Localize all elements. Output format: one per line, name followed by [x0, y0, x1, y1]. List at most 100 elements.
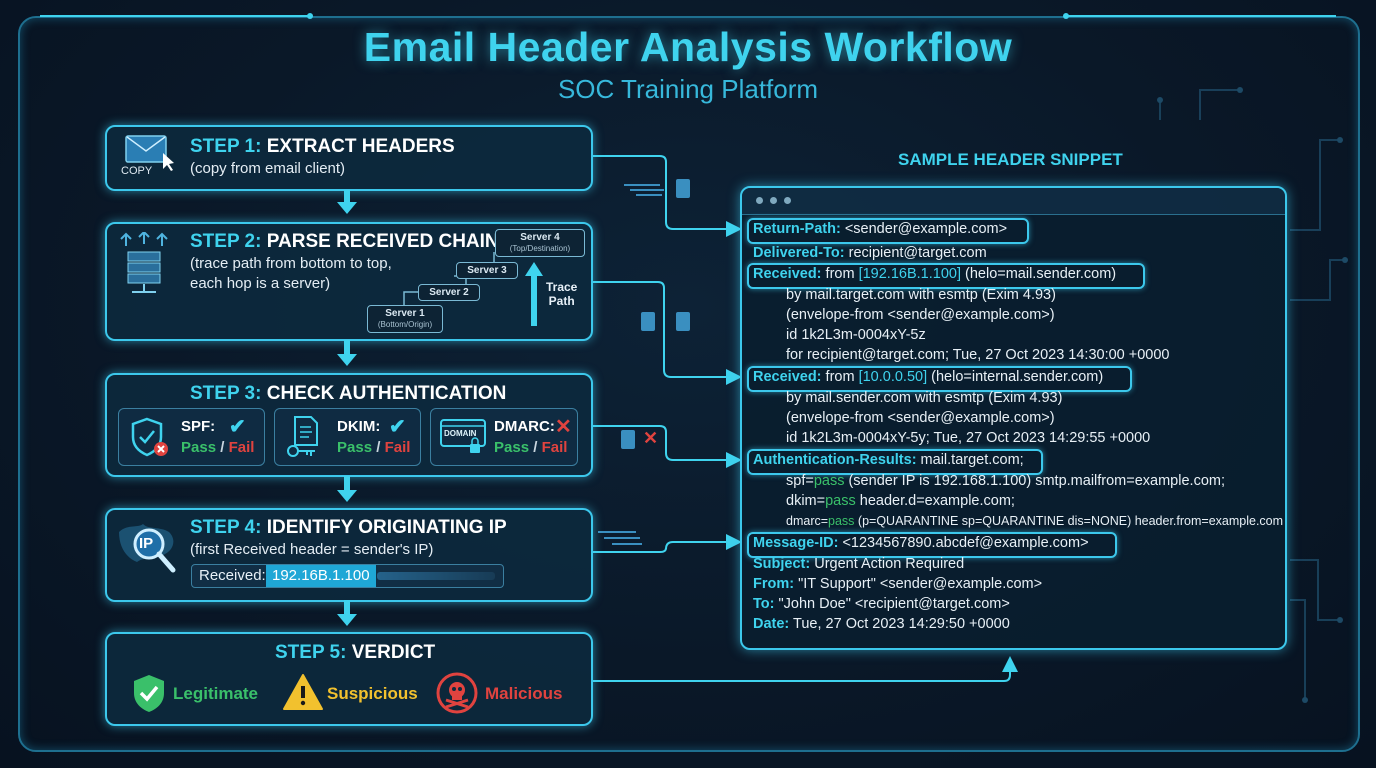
server-1-node: Server 1 (Bottom/Origin): [367, 305, 443, 333]
header-line-to: To: "John Doe" <recipient@target.com>: [753, 595, 1010, 613]
highlight-auth-results: [747, 449, 1043, 475]
dmarc-result: Pass / Fail: [494, 439, 568, 456]
flow-arrowhead-3: [337, 490, 357, 502]
step-1-title-text: EXTRACT HEADERS: [266, 136, 455, 157]
return-path-value: <sender@example.com>: [840, 221, 1008, 237]
from-value: "IT Support" <sender@example.com>: [794, 576, 1043, 592]
step-2-title-text: PARSE RECEIVED CHAIN: [266, 231, 499, 252]
received-field-label: Received:: [199, 567, 266, 584]
trace-path-label: Trace Path: [546, 280, 577, 308]
redacted-bar: [377, 572, 495, 580]
received-1-key: Received:: [753, 266, 822, 282]
ip-magnifier-icon: IP: [115, 518, 185, 585]
step-4-title-text: IDENTIFY ORIGINATING IP: [266, 517, 507, 538]
dkim-check[interactable]: DKIM: ✔ Pass / Fail: [274, 408, 421, 466]
envelope-icon: [125, 135, 174, 171]
panel-titlebar: [742, 188, 1285, 215]
step-2-subtitle-line2: each hop is a server): [190, 275, 331, 292]
dmarc-label: DMARC:: [494, 418, 555, 435]
dmarc-fail-icon: ✕: [555, 416, 572, 438]
step-3-title: STEP 3: CHECK AUTHENTICATION: [190, 383, 506, 405]
dkim-label: DKIM:: [337, 418, 381, 435]
server-rack-icon: [118, 230, 170, 303]
warning-icon: [282, 673, 324, 716]
flow-arrowhead-1: [337, 202, 357, 214]
header-line-return-path: Return-Path: <sender@example.com>: [753, 220, 1007, 238]
verdict-legitimate[interactable]: Legitimate: [173, 684, 259, 703]
outer-frame: [18, 16, 1360, 752]
server-3-node: Server 3: [456, 262, 518, 279]
step-1-number: STEP 1:: [190, 136, 262, 157]
date-value: Tue, 27 Oct 2023 14:29:50 +0000: [789, 616, 1010, 632]
spf-result: Pass / Fail: [181, 439, 255, 456]
received-2-ip: [10.0.0.50]: [858, 369, 928, 385]
domain-lock-icon: DOMAIN: [440, 418, 486, 454]
dkim-detail: header.d=example.com;: [855, 493, 1015, 509]
to-key: To:: [753, 596, 775, 612]
dkim-key: dkim=: [786, 493, 826, 509]
spf-pass-label: Pass: [181, 439, 217, 456]
step-2-subtitle-line1: (trace path from bottom to top,: [190, 255, 392, 272]
header-line-5: (envelope-from <sender@example.com>): [786, 307, 1055, 323]
dkim-result: Pass / Fail: [337, 439, 411, 456]
header-line-auth-results: Authentication-Results: mail.target.com;: [753, 451, 1024, 469]
delivered-to-value: recipient@target.com: [844, 245, 987, 261]
dmarc-fail-label: Fail: [541, 439, 568, 456]
step-4-number: STEP 4:: [190, 517, 262, 538]
dkim-pass-value: pass: [825, 493, 856, 509]
header-line-9: by mail.sender.com with esmtp (Exim 4.93…: [786, 390, 1063, 406]
wire-fail-icon: ✕: [643, 428, 659, 448]
from-key: From:: [753, 576, 795, 592]
highlight-received-1: [747, 263, 1145, 289]
received-field-value: 192.16B.1.100: [266, 565, 376, 587]
copy-label: COPY: [121, 165, 153, 177]
received-ip-field[interactable]: Received: 192.16B.1.100: [191, 564, 504, 588]
window-dot-3: [784, 197, 791, 204]
dkim-check-icon: ✔: [389, 416, 406, 438]
message-id-key: Message-ID:: [753, 535, 839, 551]
dmarc-detail: (p=QUARANTINE sp=QUARANTINE dis=NONE) he…: [854, 514, 1284, 528]
header-line-6: id 1k2L3m-0004xY-5z: [786, 327, 926, 343]
page-subtitle: SOC Training Platform: [557, 74, 819, 104]
spf-check[interactable]: SPF: ✔ Pass / Fail: [118, 408, 265, 466]
subject-value: Urgent Action Required: [810, 556, 965, 572]
step-1-title: STEP 1: EXTRACT HEADERS: [190, 136, 455, 158]
step-3-title-text: CHECK AUTHENTICATION: [266, 383, 507, 404]
dmarc-check[interactable]: DOMAIN DMARC: ✕ Pass / Fail: [430, 408, 578, 466]
skull-icon: [436, 672, 478, 719]
flow-arrow-1: [344, 190, 350, 202]
step-3-number: STEP 3:: [190, 383, 262, 404]
header-line-date: Date: Tue, 27 Oct 2023 14:29:50 +0000: [753, 615, 1010, 633]
dmarc-key: dmarc=: [786, 514, 829, 528]
header-line-message-id: Message-ID: <1234567890.abcdef@example.c…: [753, 534, 1089, 552]
spf-detail: (sender IP is 192.168.1.100) smtp.mailfr…: [844, 473, 1225, 489]
flow-arrow-2: [344, 340, 350, 354]
spf-fail-label: Fail: [228, 439, 255, 456]
highlight-return-path: [747, 218, 1029, 244]
header-line-7: for recipient@target.com; Tue, 27 Oct 20…: [786, 347, 1170, 363]
step-5-card[interactable]: [105, 632, 593, 726]
step-4-title: STEP 4: IDENTIFY ORIGINATING IP: [190, 517, 507, 539]
spf-key: spf=: [786, 473, 814, 489]
server-4-node: Server 4 (Top/Destination): [495, 229, 585, 257]
key-document-icon: [285, 415, 329, 464]
header-line-dkim: dkim=pass header.d=example.com;: [786, 492, 1015, 510]
trace-label-2: Path: [548, 294, 575, 308]
delivered-to-key: Delivered-To:: [753, 245, 845, 261]
highlight-received-2: [747, 366, 1132, 392]
verdict-suspicious[interactable]: Suspicious: [327, 684, 418, 703]
dmarc-pass-value: pass: [828, 514, 855, 528]
header-line-10: (envelope-from <sender@example.com>): [786, 410, 1055, 426]
return-path-key: Return-Path:: [753, 221, 841, 237]
header-line-11: id 1k2L3m-0004xY-5y; Tue, 27 Oct 2023 14…: [786, 430, 1151, 446]
verdict-malicious[interactable]: Malicious: [485, 684, 563, 703]
window-dot-1: [756, 197, 763, 204]
step-2-number: STEP 2:: [190, 231, 262, 252]
received-2-helo: (helo=internal.sender.com): [927, 369, 1104, 385]
header-line-from: From: "IT Support" <sender@example.com>: [753, 575, 1042, 593]
subject-key: Subject:: [753, 556, 811, 572]
received-2-key: Received:: [753, 369, 822, 385]
server-4-label: Server 4: [520, 232, 560, 243]
date-key: Date:: [753, 616, 790, 632]
